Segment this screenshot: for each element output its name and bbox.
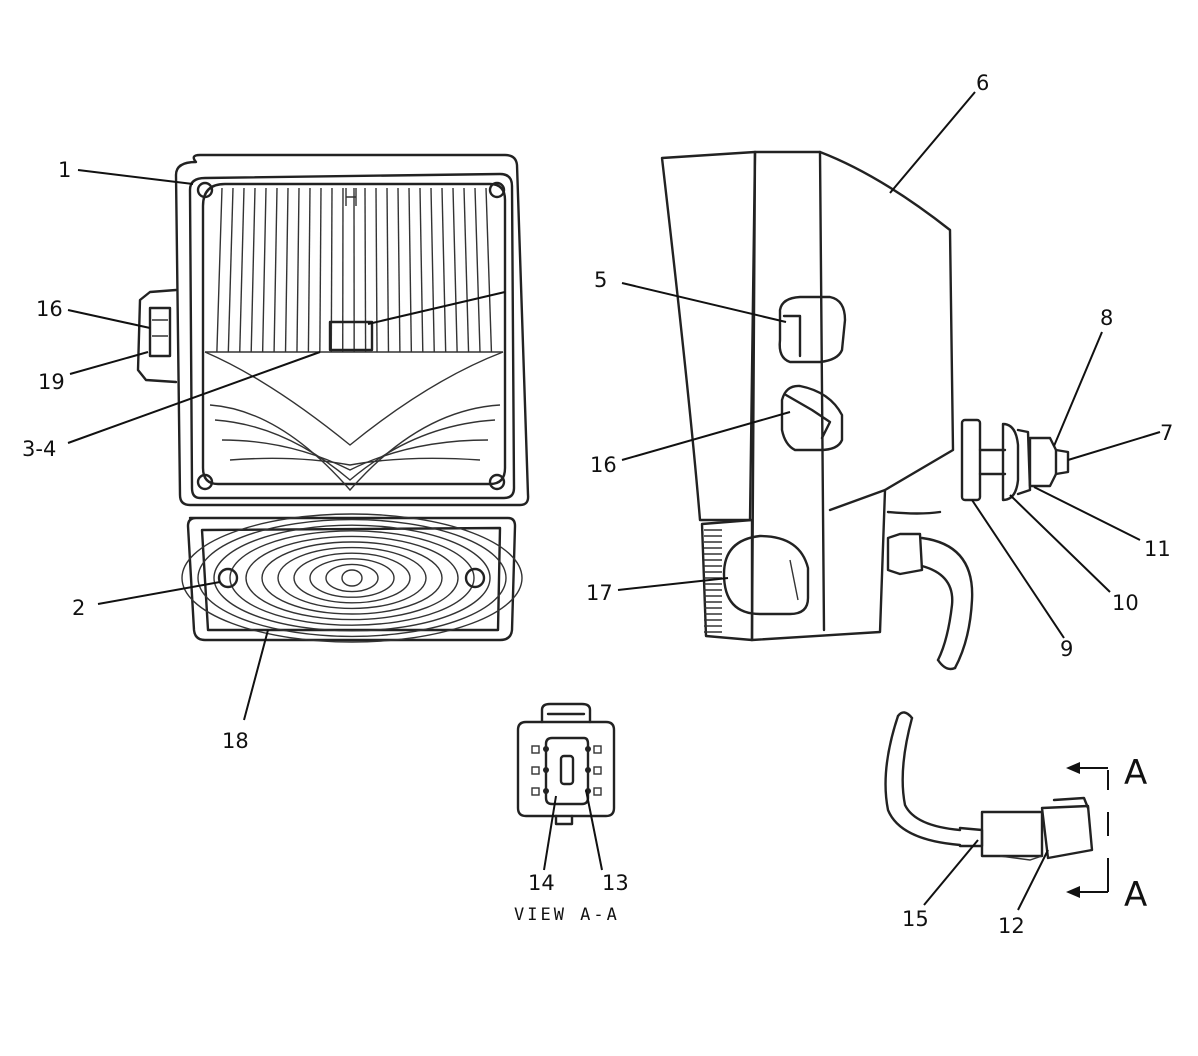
callout-15: 15 (902, 907, 929, 931)
callout-1: 1 (58, 158, 71, 182)
callout-16-right: 16 (590, 453, 617, 477)
callout-6: 6 (976, 71, 989, 95)
callout-11: 11 (1144, 537, 1171, 561)
section-marker-bottom: A (1124, 875, 1147, 915)
view-title: VIEW A-A (514, 905, 620, 925)
callout-8: 8 (1100, 306, 1113, 330)
connector-view-a-a (516, 702, 616, 826)
callout-2: 2 (72, 596, 85, 620)
callout-13: 13 (602, 871, 629, 895)
callout-17: 17 (586, 581, 613, 605)
harness-plug (884, 711, 1109, 898)
callout-labels: 1 2 3-4 5 6 7 8 9 10 11 12 13 14 15 16 1… (22, 71, 1173, 938)
callout-3-4: 3-4 (22, 437, 56, 461)
callout-7: 7 (1160, 421, 1173, 445)
leader-lines (67, 91, 1161, 911)
callout-18: 18 (222, 729, 249, 753)
callout-10: 10 (1112, 591, 1139, 615)
callout-19: 19 (38, 370, 65, 394)
callout-9: 9 (1060, 637, 1073, 661)
callout-5: 5 (594, 268, 607, 292)
headlamp-front-view (136, 153, 530, 643)
headlamp-side-view (660, 150, 1070, 671)
callout-12: 12 (998, 914, 1025, 938)
callout-16-left: 16 (36, 297, 63, 321)
section-marker-top: A (1124, 753, 1147, 793)
callout-14: 14 (528, 871, 555, 895)
